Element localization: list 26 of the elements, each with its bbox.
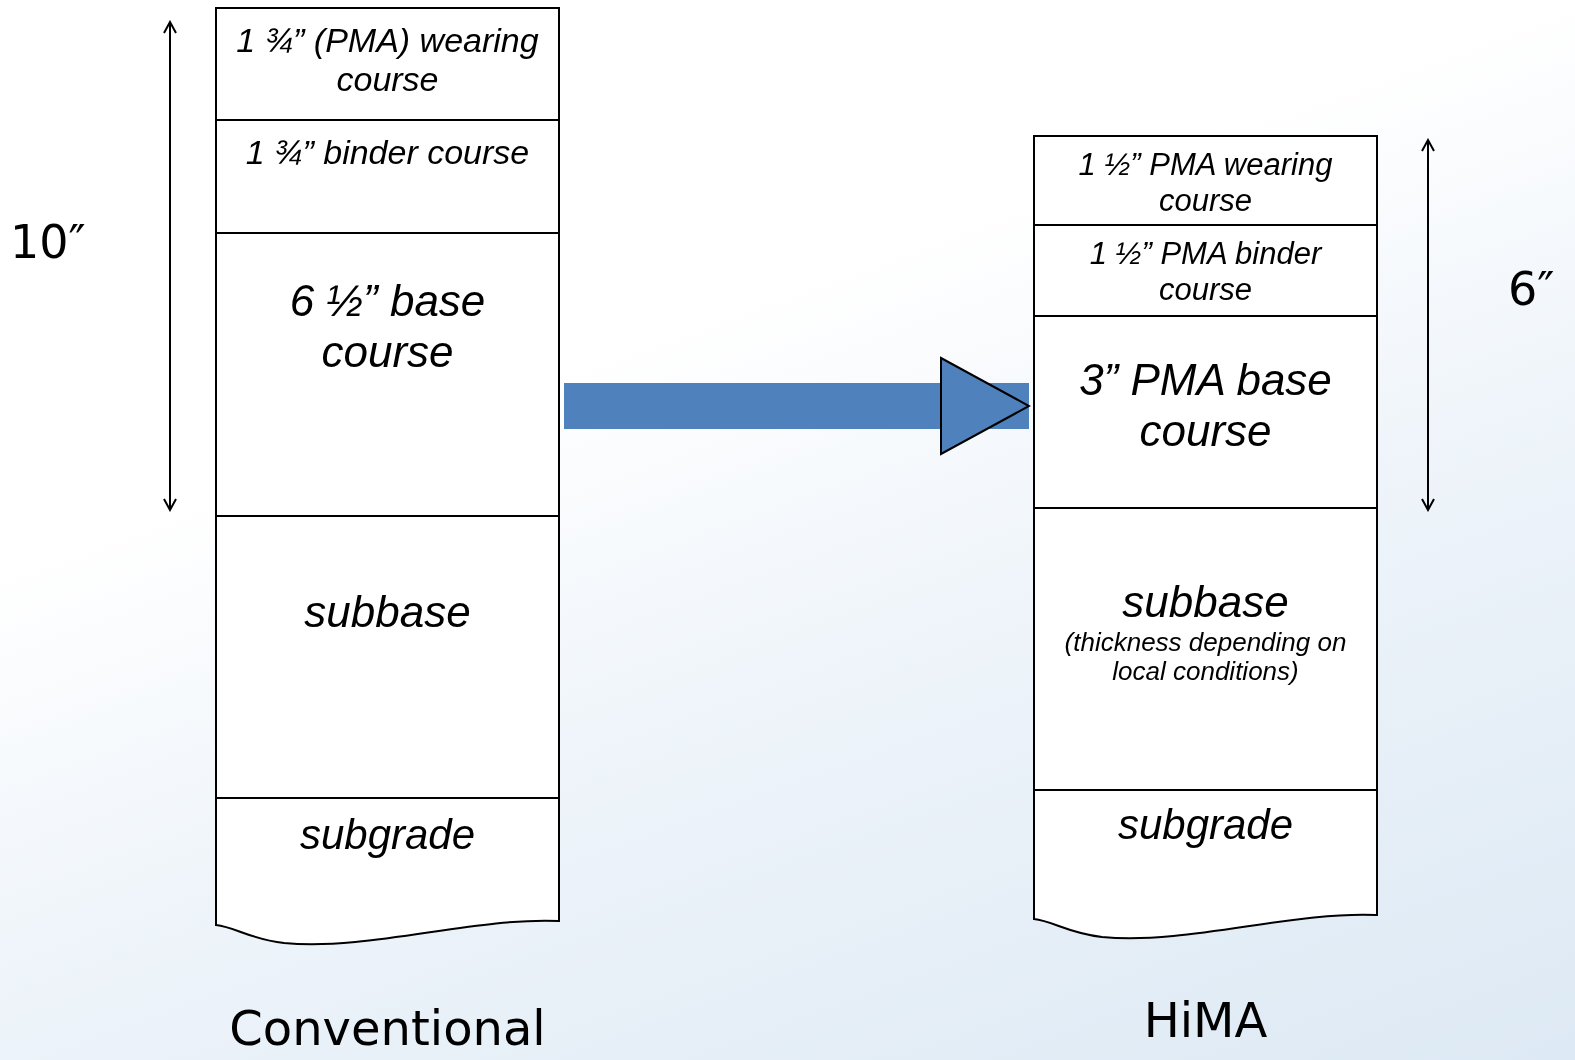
layer-box [1033, 507, 1378, 791]
layer-label: subbase [1121, 577, 1290, 628]
dimension-label: 6″ [1508, 262, 1555, 316]
layer-box [215, 515, 560, 799]
layer-label: 1 ½” PMA binder course [1088, 236, 1324, 308]
layer-box [1033, 315, 1378, 509]
layer-label: subgrade [298, 811, 477, 860]
layer-box [215, 797, 560, 947]
column-title: Conventional [228, 1000, 547, 1056]
block-arrow [564, 357, 1030, 455]
layer-box [1033, 224, 1378, 317]
layer-label: subbase [303, 587, 472, 638]
layer-label: 6 ½” base course [288, 276, 487, 378]
layer-label: 3” PMA base course [1078, 355, 1333, 457]
layer-label: 1 ¾” (PMA) wearing course [235, 21, 540, 100]
layer-label: 1 ½” PMA wearing course [1077, 147, 1334, 219]
layer-box [215, 7, 560, 121]
layer-box [1033, 789, 1378, 941]
layer-box [215, 119, 560, 234]
layer-box [1033, 135, 1378, 226]
column-title: HiMA [1142, 992, 1269, 1048]
layer-box [215, 232, 560, 517]
layer-note: (thickness depending on local conditions) [1063, 627, 1348, 688]
layer-label: 1 ¾” binder course [244, 133, 531, 173]
dimension-label: 10″ [10, 215, 86, 269]
layer-label: subgrade [1116, 801, 1295, 850]
